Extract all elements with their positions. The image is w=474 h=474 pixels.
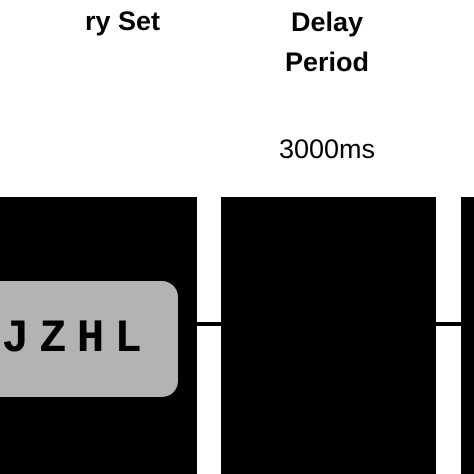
delay-period-title-line2: Period — [284, 47, 370, 77]
delay-period-screen — [221, 197, 436, 474]
delay-period-title-line1: Delay — [290, 7, 364, 37]
delay-period-duration: 3000ms — [278, 134, 376, 164]
delay-period-title: Delay Period — [262, 2, 392, 82]
memory-set-title: ry Set — [84, 6, 160, 36]
connector-line-1 — [197, 322, 221, 326]
next-screen-edge — [461, 197, 474, 474]
memory-letters-box: JZHL — [0, 281, 178, 397]
memory-letters: JZHL — [1, 313, 152, 365]
connector-line-2 — [436, 322, 461, 326]
